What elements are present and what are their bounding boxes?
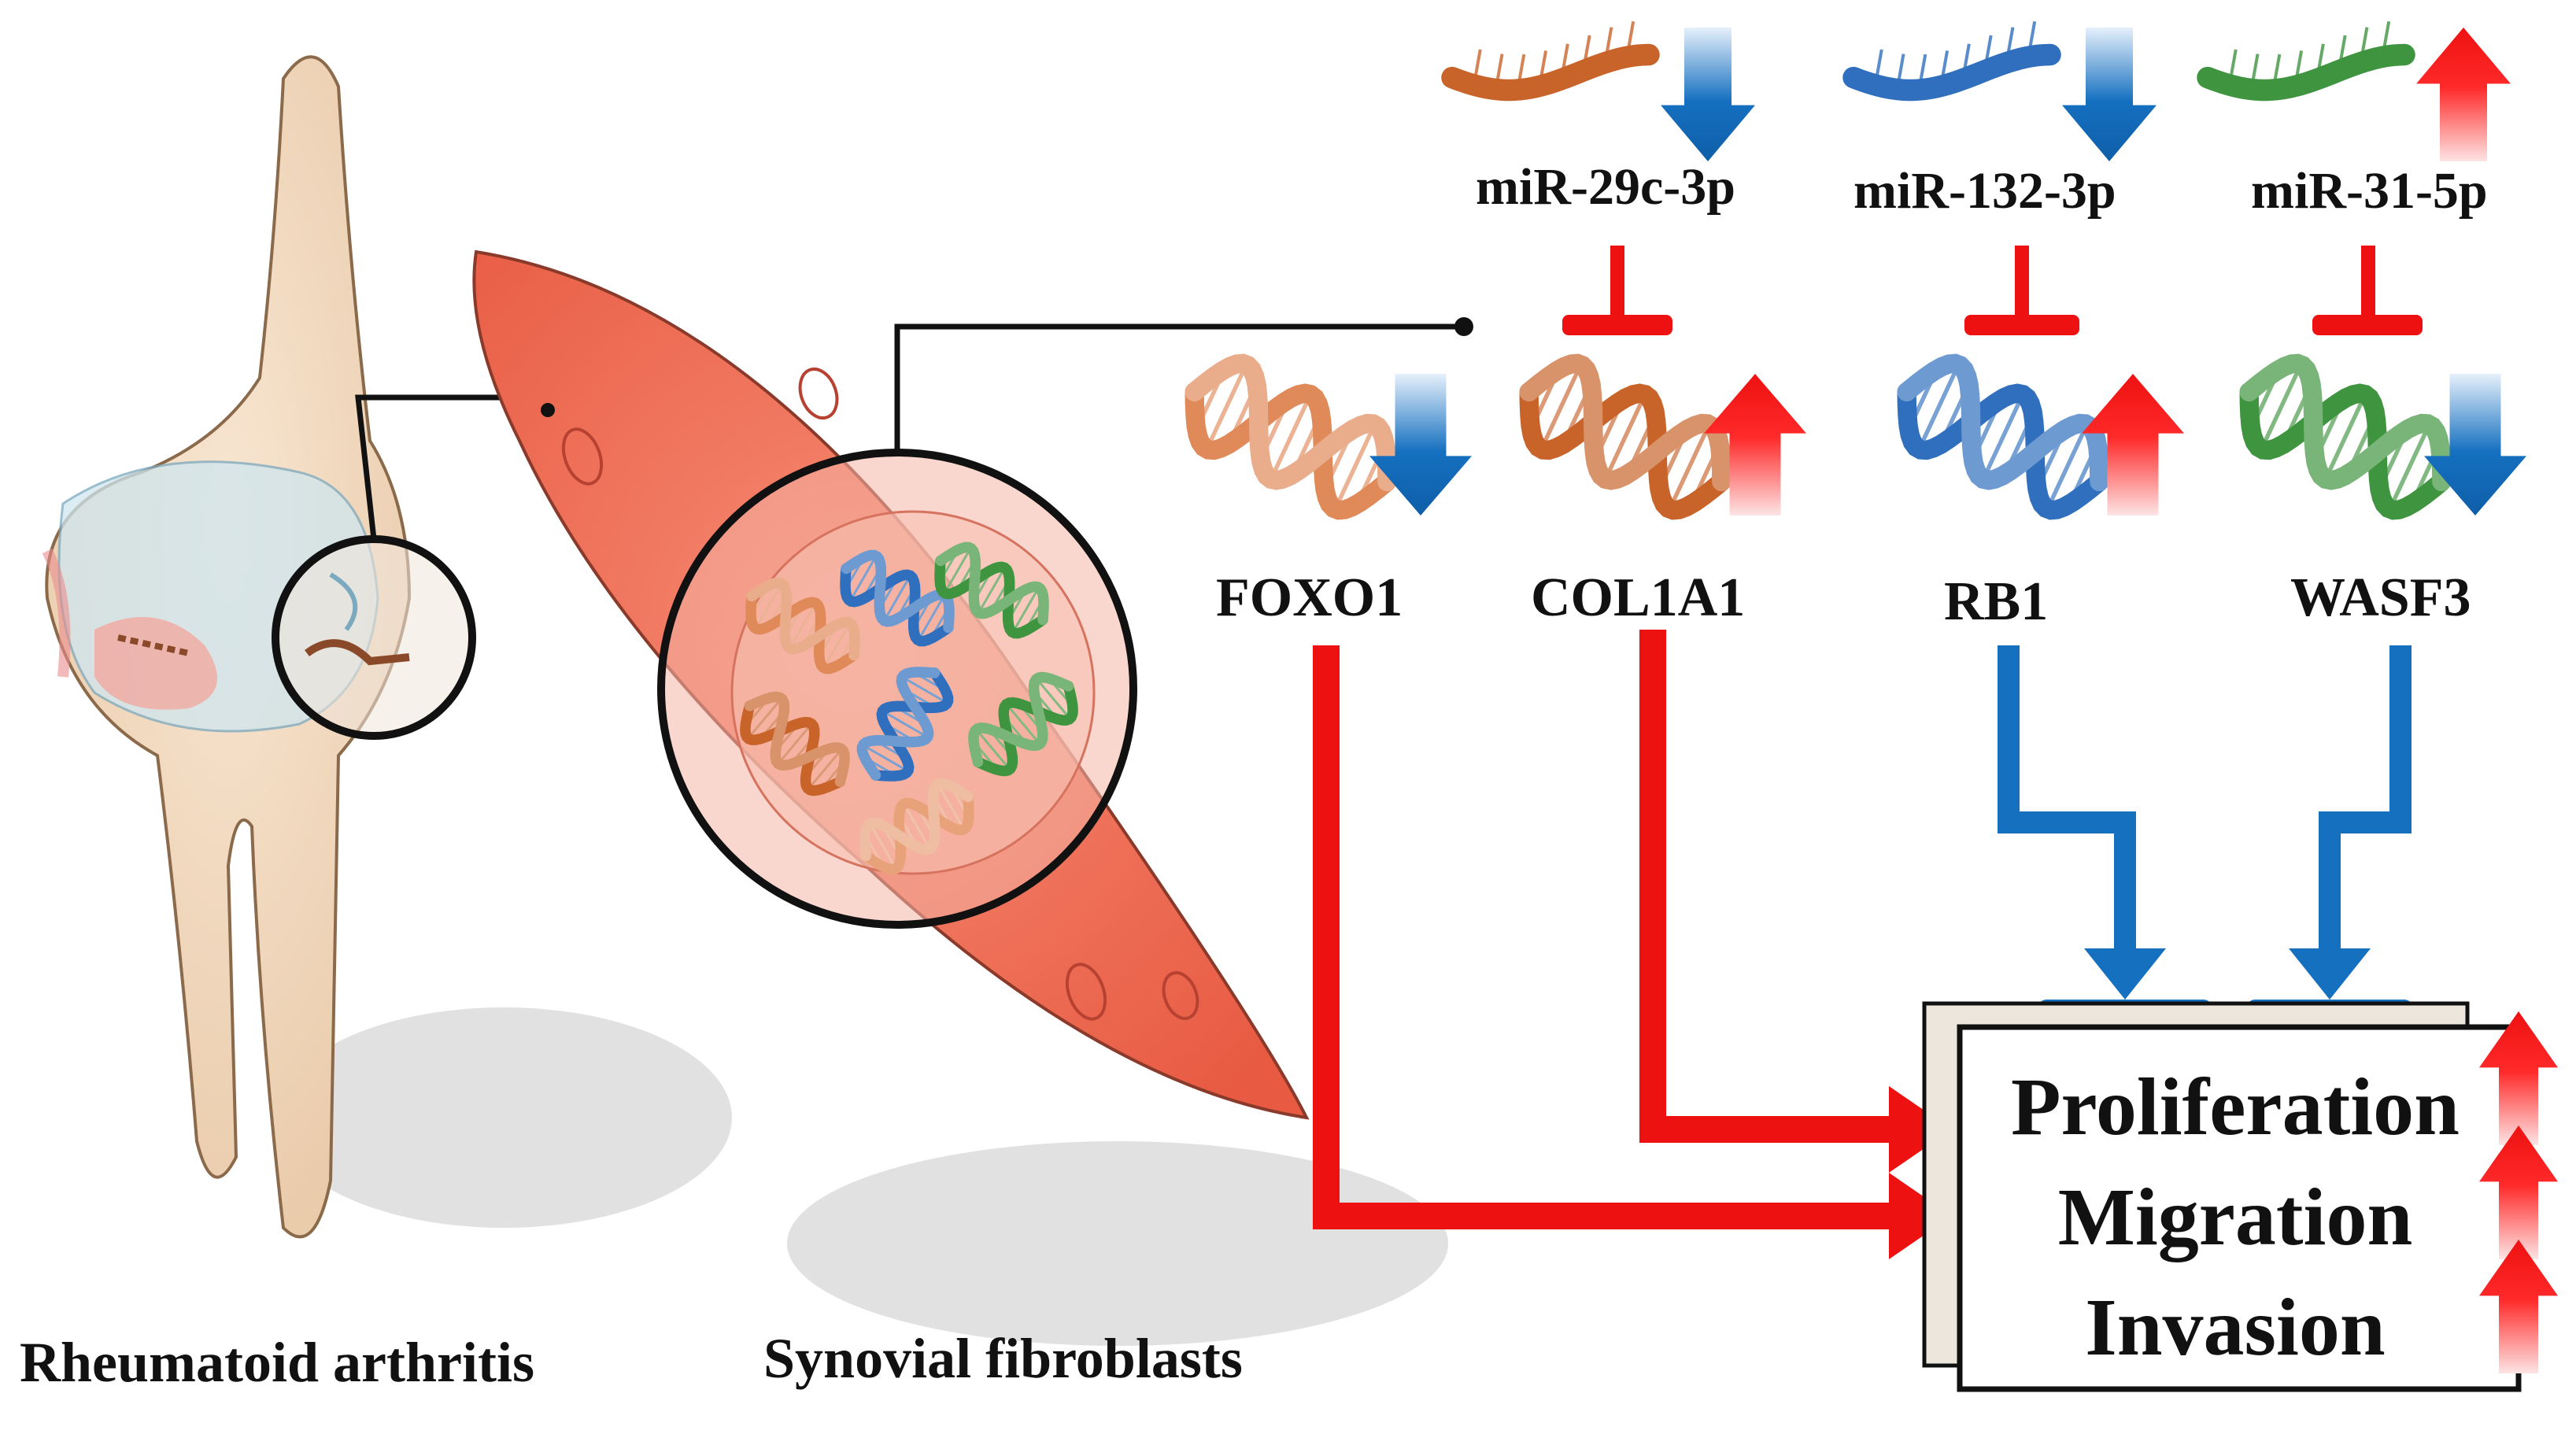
caption-synovial-fibroblasts: Synovial fibroblasts <box>763 1327 1243 1390</box>
outcome-migration: Migration <box>2057 1172 2413 1262</box>
down-arrow-icon <box>1369 374 1472 516</box>
gene-label-col1a1: COL1A1 <box>1531 567 1746 628</box>
nucleus-dna-6 <box>859 778 974 875</box>
joint-magnifier <box>272 390 551 740</box>
nucleus-dna-4 <box>856 667 954 782</box>
rb1-arrowhead <box>2084 948 2166 1000</box>
gene-dna-icon-3 <box>2239 353 2452 520</box>
down-arrow-icon <box>2062 28 2157 161</box>
col1a1-to-outcomes <box>1639 630 1893 1143</box>
up-arrow-icon <box>2416 28 2511 161</box>
nucleus-dna-3 <box>740 691 850 796</box>
up-arrow-icon <box>2479 1011 2558 1145</box>
gene-dna-icon-2 <box>1897 353 2109 520</box>
inhibit-mir29c-col1a1 <box>1562 246 1672 335</box>
nucleus-dna-2 <box>934 541 1049 639</box>
outcome-proliferation: Proliferation <box>2011 1062 2460 1152</box>
nucleus-dna-5 <box>968 671 1078 777</box>
gene-label-rb1: RB1 <box>1944 571 2049 632</box>
gene-dna-icon-1 <box>1519 353 1732 520</box>
ground-shadows <box>275 1007 1448 1346</box>
gene-dna-icon-0 <box>1185 353 1397 520</box>
mirna-label-mir31: miR-31-5p <box>2251 162 2488 220</box>
inhibition-symbols <box>1562 246 2423 335</box>
caption-rheumatoid-arthritis: Rheumatoid arthritis <box>20 1331 534 1394</box>
up-arrow-icon <box>2479 1240 2558 1373</box>
col1a1-arrowhead <box>1889 1086 1952 1173</box>
rb1-to-outcomes <box>1998 645 2136 956</box>
foxo1-arrowhead <box>1889 1173 1952 1259</box>
wasf3-arrowhead <box>2289 948 2371 1000</box>
nucleus-dna-0 <box>745 577 860 674</box>
nucleus-dna-strands <box>740 541 1078 875</box>
foxo1-to-outcomes <box>1313 645 1893 1229</box>
gene-label-wasf3: WASF3 <box>2290 567 2471 628</box>
outcome-box <box>1922 1001 2522 1392</box>
up-arrow-icon <box>2479 1125 2558 1259</box>
inhibition-paths <box>1998 645 2412 1025</box>
activation-paths <box>1313 630 1952 1259</box>
up-arrow-icon <box>2082 374 2184 516</box>
mirna-icon-2 <box>2197 20 2415 102</box>
inhibit-mir132-rb1 <box>1964 246 2079 335</box>
down-arrow-icon <box>1661 28 1755 161</box>
gene-label-foxo1: FOXO1 <box>1216 567 1403 628</box>
outcome-invasion: Invasion <box>2085 1282 2386 1373</box>
up-arrow-icon <box>1704 374 1806 516</box>
mirna-label-mir29c: miR-29c-3p <box>1476 158 1735 216</box>
inhibit-mir31-wasf3 <box>2312 246 2423 335</box>
mirna-icon-1 <box>1842 20 2061 102</box>
wasf3-to-outcomes <box>2319 645 2412 956</box>
down-arrow-icon <box>2424 374 2526 516</box>
mirna-icon-0 <box>1441 20 1660 102</box>
mirna-label-mir132: miR-132-3p <box>1853 162 2116 220</box>
